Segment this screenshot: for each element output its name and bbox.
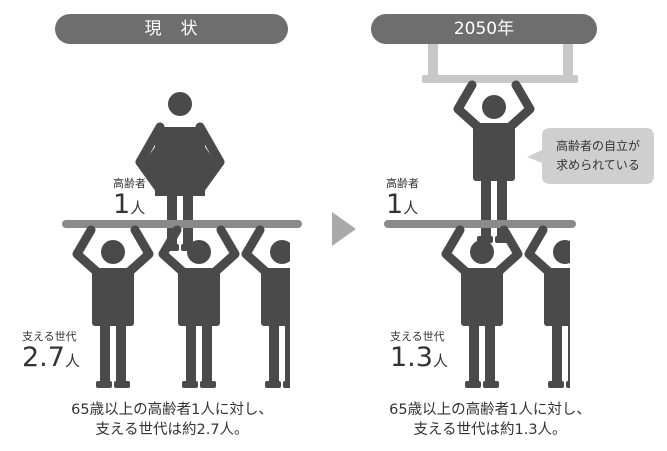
right-support-count: 1.3人 [390,344,448,371]
transition-arrow-icon [332,212,356,246]
supporters-group-left [77,230,318,388]
supporters-group-right [446,230,601,388]
right-caption-line-1: 65歳以上の高齢者1人に対し、 [389,402,591,418]
bubble-line-2: 求められている [556,158,640,172]
right-caption: 65歳以上の高齢者1人に対し、 支える世代は約1.3人。 [370,400,610,440]
speech-bubble-text: 高齢者の自立が 求められている [542,137,654,175]
left-senior-count: 1人 [113,191,145,218]
speech-bubble [527,128,654,184]
left-caption-line-1: 65歳以上の高齢者1人に対し、 [71,402,273,418]
right-senior-label: 高齢者 [386,177,419,190]
left-senior-label: 高齢者 [113,177,146,190]
bar-post-left [428,39,438,81]
left-support-count: 2.7人 [22,344,80,371]
future-header-pill: 2050年 [371,14,597,44]
overhead-bar [422,75,578,83]
senior-figure-raised-arms [458,85,530,243]
right-support-count-value: 1.3 [390,342,433,373]
left-caption: 65歳以上の高齢者1人に対し、 支える世代は約2.7人。 [52,400,292,440]
right-support-count-unit: 人 [432,352,448,370]
supporter-figure-right-1 [446,230,518,388]
left-senior-count-value: 1 [113,189,131,220]
supporter-figure-2 [163,230,235,388]
left-support-label: 支える世代 [22,330,77,343]
bubble-line-1: 高齢者の自立が [555,139,640,153]
supporter-figure-3-partial [246,230,318,388]
support-plank-right [384,220,576,228]
left-senior-count-unit: 人 [130,199,146,217]
bar-post-right [563,39,573,81]
current-header-pill: 現 状 [55,14,288,44]
right-senior-count: 1人 [386,191,418,218]
left-caption-line-2: 支える世代は約2.7人。 [95,422,249,438]
support-plank-left [62,220,302,228]
right-support-label: 支える世代 [390,330,445,343]
supporter-figure-1 [77,230,149,388]
right-caption-line-2: 支える世代は約1.3人。 [413,422,567,438]
right-senior-count-value: 1 [386,189,404,220]
left-support-count-value: 2.7 [22,342,65,373]
right-senior-count-unit: 人 [403,199,419,217]
supporter-figure-right-2-partial [529,230,601,388]
left-support-count-unit: 人 [64,352,80,370]
